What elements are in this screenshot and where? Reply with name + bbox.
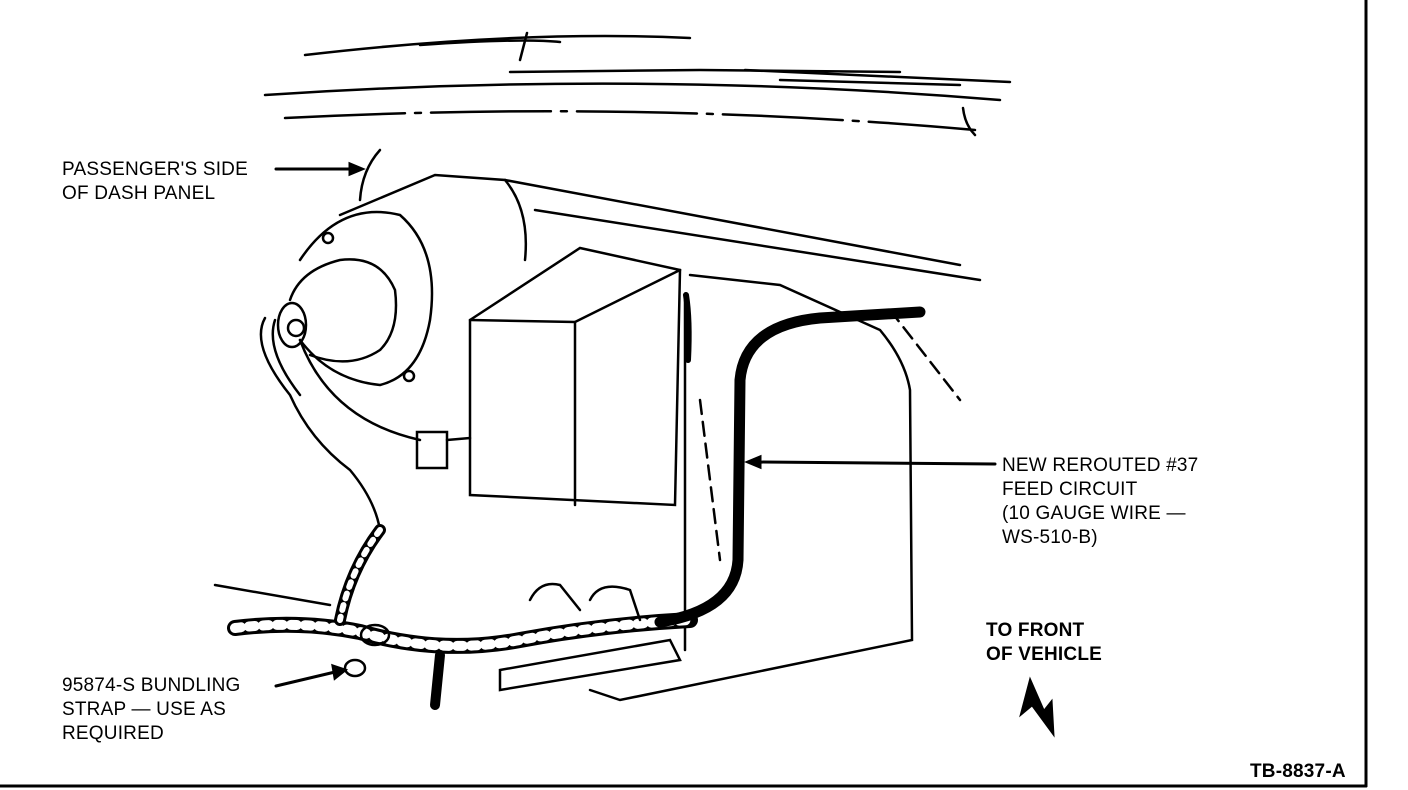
dash-panel-label-line: OF DASH PANEL	[62, 183, 216, 204]
strap-label-line: REQUIRED	[62, 723, 164, 744]
frame	[0, 0, 1368, 788]
bundling-strap-label: 95874-S BUNDLING STRAP — USE AS REQUIRED	[62, 674, 241, 746]
feed-circuit-label-line: NEW REROUTED #37	[1002, 455, 1199, 476]
feed-circuit-label-line: WS-510-B)	[1002, 527, 1098, 548]
wiring-harness	[213, 524, 698, 710]
front-direction-arrow	[1019, 676, 1055, 738]
figure-id: TB-8837-A	[1250, 761, 1346, 782]
strap-label-line: 95874-S BUNDLING	[62, 675, 241, 696]
dash-panel-label-line: PASSENGER'S SIDE	[62, 159, 248, 180]
front-label-line: OF VEHICLE	[986, 644, 1103, 665]
heater-case	[415, 246, 962, 702]
blower-motor	[259, 173, 982, 532]
feed-circuit-wire-end	[683, 292, 692, 363]
dash-panel-label: PASSENGER'S SIDE OF DASH PANEL	[62, 158, 248, 206]
front-label-line: TO FRONT	[986, 620, 1085, 641]
feed-circuit-wire	[654, 306, 926, 628]
feed-circuit-label-line: FEED CIRCUIT	[1002, 479, 1138, 500]
feed-circuit-label-line: (10 GAUGE WIRE —	[1002, 503, 1186, 524]
strap-label-line: STRAP — USE AS	[62, 699, 227, 720]
dash-panel-lines	[263, 31, 1012, 202]
leader-arrows	[274, 161, 997, 688]
front-of-vehicle-label: TO FRONT OF VEHICLE	[986, 619, 1102, 667]
